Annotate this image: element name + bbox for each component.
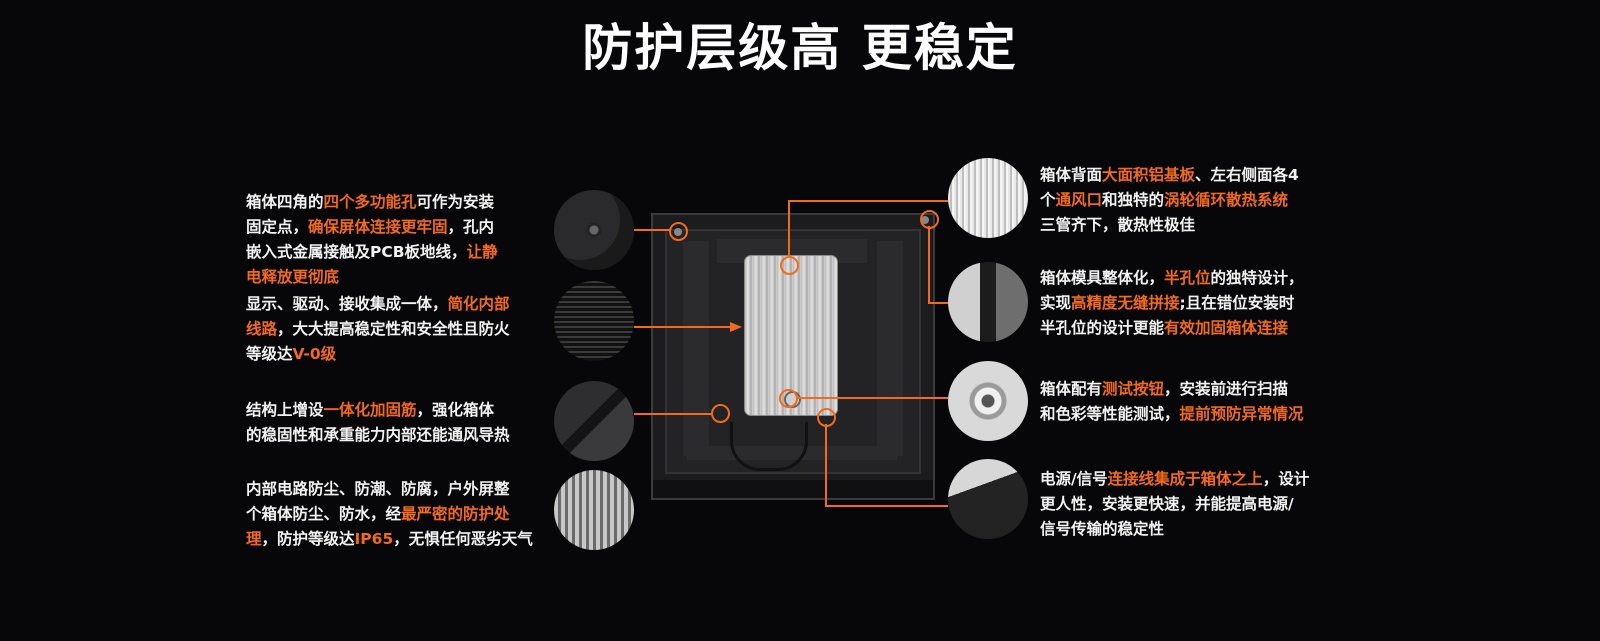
body-text: 嵌入式金属接触及PCB板地线， — [246, 243, 467, 261]
highlight-text: V-0级 — [292, 345, 337, 363]
body-text: 固定点， — [246, 218, 309, 236]
body-text: 信号传输的稳定性 — [1040, 520, 1165, 538]
highlight-text: 提前预防异常情况 — [1179, 405, 1304, 423]
body-text: 箱体模具整体化， — [1040, 269, 1165, 287]
right-feature-1-text: 箱体背面大面积铝基板、左右侧面各4 个通风口和独特的涡轮循环散热系统三管齐下，散热… — [1040, 163, 1299, 238]
body-text: 箱体配有 — [1040, 380, 1103, 398]
highlight-text: 半孔位 — [1164, 269, 1211, 287]
body-text: ，强化箱体 — [416, 401, 495, 419]
body-text: ，无惧任何恶劣天气 — [393, 530, 533, 548]
page-title: 防护层级高 更稳定 — [582, 19, 1018, 77]
connector-line-cable-h — [825, 505, 948, 507]
waterproof-seal-icon — [554, 470, 634, 550]
connector-line-half-hole-h — [928, 302, 948, 304]
highlight-text: 确保屏体连接更牢固 — [308, 218, 448, 236]
left-feature-4-text: 内部电路防尘、防潮、防腐，户外屏整个箱体防尘、防水，经最严密的防护处理，防护等级… — [246, 477, 533, 552]
body-text: 三管齐下，散热性极佳 — [1040, 216, 1196, 234]
reinforcement-rib-icon — [554, 381, 634, 461]
body-text: 个箱体防尘、防水，经 — [246, 505, 402, 523]
body-text: ，大大提高稳定性和安全性且防火 — [277, 320, 510, 338]
body-text: ，防护等级达 — [261, 530, 355, 548]
right-feature-3-text: 箱体配有测试按钮，安装前进行扫描和色彩等性能测试，提前预防异常情况 — [1040, 377, 1304, 427]
cabinet-rib-left — [683, 241, 709, 456]
circuit-arrow-head — [730, 322, 742, 332]
body-text: 可作为安装 — [416, 193, 495, 211]
body-text: 的稳固性和承重能力内部还能通风导热 — [246, 426, 510, 444]
cabinet-rib-right — [877, 241, 903, 456]
body-text: 内部电路防尘、防潮、防腐，户外屏整 — [246, 480, 510, 498]
highlight-text: 测试按钮 — [1102, 380, 1165, 398]
body-text: 实现 — [1040, 294, 1072, 312]
left-feature-3-text: 结构上增设一体化加固筋，强化箱体的稳固性和承重能力内部还能通风导热 — [246, 398, 510, 448]
left-feature-1-text: 箱体四角的四个多功能孔可作为安装固定点，确保屏体连接更牢固，孔内嵌入式金属接触及… — [246, 190, 498, 290]
marker-reinforcement — [711, 404, 730, 423]
highlight-text: 高精度无缝拼接 — [1071, 294, 1180, 312]
connector-line-half-hole-v — [928, 226, 930, 302]
left-feature-2-text: 显示、驱动、接收集成一体，简化内部线路，大大提高稳定性和安全性且防火等级达V-0… — [246, 292, 510, 367]
circuit-board-icon — [554, 281, 634, 361]
aluminum-heatsink-icon — [948, 158, 1028, 238]
body-text: ，设计 — [1262, 470, 1310, 488]
body-text: 电源/信号 — [1040, 470, 1108, 488]
highlight-text: 让静 — [466, 243, 498, 261]
highlight-text: 四个多功能孔 — [323, 193, 417, 211]
corner-hole-icon — [554, 190, 634, 270]
cable-connector-icon — [948, 459, 1028, 539]
highlight-text: 电释放更彻底 — [246, 268, 340, 286]
body-text: 结构上增设 — [246, 401, 324, 419]
highlight-text: 有效加固箱体连接 — [1164, 319, 1289, 337]
body-text: 半孔位的设计更能 — [1040, 319, 1165, 337]
body-text: 和色彩等性能测试， — [1040, 405, 1180, 423]
body-text: ;且在错位安装时 — [1179, 294, 1295, 312]
body-text: 箱体四角的 — [246, 193, 324, 211]
highlight-text: 连接线集成于箱体之上 — [1107, 470, 1263, 488]
power-cable — [730, 422, 808, 471]
highlight-text: 线路 — [246, 320, 278, 338]
test-button-icon — [948, 361, 1028, 441]
highlight-text: 涡轮循环散热系统 — [1164, 191, 1289, 209]
highlight-text: 理 — [246, 530, 262, 548]
half-hole-icon — [948, 262, 1028, 342]
right-feature-2-text: 箱体模具整体化，半孔位的独特设计， 实现高精度无缝拼接;且在错位安装时半孔位的设计… — [1040, 266, 1304, 341]
right-feature-4-text: 电源/信号连接线集成于箱体之上，设计更人性，安装更快速，并能提高电源/信号传输的… — [1040, 467, 1309, 542]
body-text: ，孔内 — [447, 218, 495, 236]
body-text: 等级达 — [246, 345, 293, 363]
marker-test-button — [779, 389, 798, 408]
highlight-text: IP65 — [354, 530, 394, 548]
body-text: ，安装前进行扫描 — [1164, 380, 1289, 398]
connector-line-heatsink-v — [788, 200, 790, 257]
body-text: 更人性，安装更快速，并能提高电源/ — [1040, 495, 1294, 513]
marker-heatsink — [780, 256, 799, 275]
connector-line-circuit — [634, 326, 734, 328]
connector-line-test-button — [798, 397, 948, 399]
highlight-text: 通风口 — [1055, 191, 1103, 209]
connector-line-reinforcement — [634, 413, 713, 415]
highlight-text: 简化内部 — [447, 295, 510, 313]
body-text: 的独特设计， — [1210, 269, 1304, 287]
connector-line-cable-v — [825, 424, 827, 506]
connector-line-corner-hole — [634, 229, 670, 231]
highlight-text: 一体化加固筋 — [323, 401, 417, 419]
highlight-text: 大面积铝基板 — [1102, 166, 1196, 184]
cabinet-base — [653, 480, 933, 498]
body-text: 箱体背面 — [1040, 166, 1103, 184]
body-text: 个 — [1040, 191, 1056, 209]
body-text: 、左右侧面各4 — [1195, 166, 1299, 184]
body-text: 显示、驱动、接收集成一体， — [246, 295, 448, 313]
highlight-text: 最严密的防护处 — [401, 505, 510, 523]
body-text: 和独特的 — [1102, 191, 1165, 209]
marker-corner-hole — [669, 222, 688, 241]
connector-line-heatsink-h — [788, 200, 948, 202]
